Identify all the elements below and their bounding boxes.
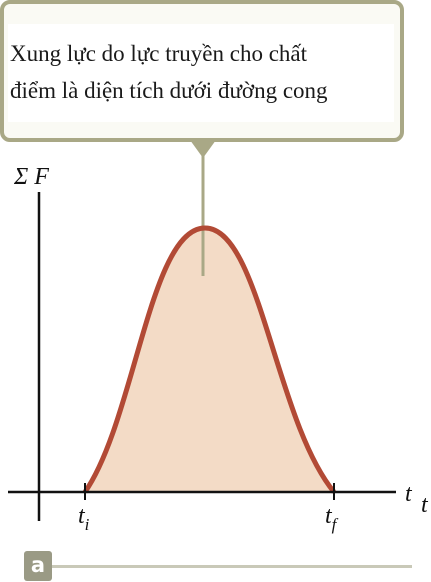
callout-inner — [8, 24, 394, 122]
ti-base: t — [78, 503, 86, 529]
y-axis-label: Σ F — [13, 164, 49, 190]
tf-sub: f — [332, 515, 339, 534]
force-curve — [82, 225, 336, 494]
ti-sub: i — [85, 515, 90, 534]
impulse-area — [85, 228, 334, 492]
tf-label: tf — [325, 503, 339, 534]
callout-text: Xung lực do lực truyền cho chất điểm là … — [10, 35, 395, 109]
tf-base: t — [325, 503, 333, 529]
panel-rule — [52, 565, 412, 568]
x-axis-label: t — [405, 481, 413, 507]
x-axis-label-extra: t — [421, 492, 429, 518]
callout-text-line1: Xung lực do lực truyền cho chất — [10, 41, 308, 66]
ti-label: ti — [78, 503, 90, 534]
panel-label-badge: a — [24, 551, 52, 581]
callout: Xung lực do lực truyền cho chất điểm là … — [0, 0, 405, 145]
callout-pointer — [190, 140, 216, 158]
callout-text-line2: điểm là diện tích dưới đường cong — [10, 78, 328, 103]
